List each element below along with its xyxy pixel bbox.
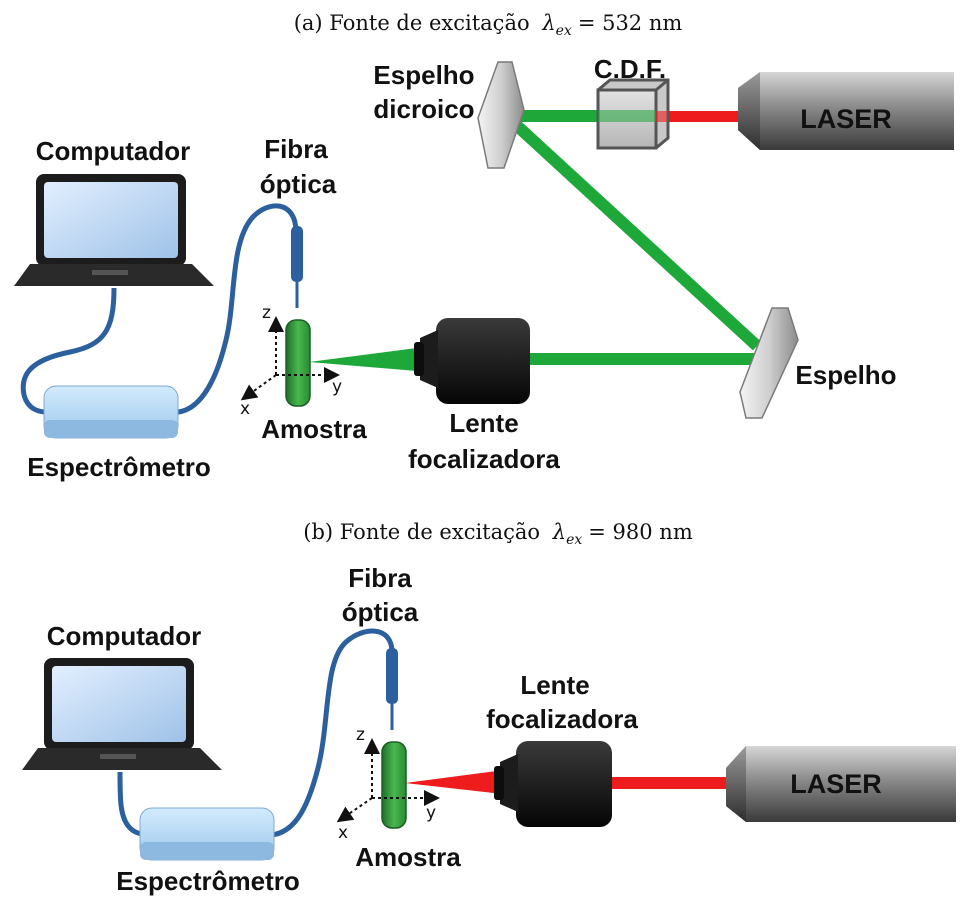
- computer-b-label: Computador: [47, 621, 202, 651]
- red-beam-b: [604, 777, 728, 789]
- axis-x-b: x: [338, 823, 348, 843]
- fiber-probe-b: [386, 648, 398, 704]
- sample-b: [381, 741, 407, 829]
- axes-b: z y x: [336, 725, 440, 843]
- green-beam-bottom: [522, 353, 754, 365]
- spectrometer-b-label: Espectrômetro: [116, 866, 300, 896]
- lens-b-label-line1: Lente: [520, 670, 589, 700]
- laser-a-label: LASER: [800, 104, 892, 134]
- dichroic-label-line2: dicroico: [373, 94, 474, 124]
- computer-a: [14, 174, 214, 286]
- lens-a-label-line1: Lente: [449, 408, 518, 438]
- focusing-lens-b: [494, 741, 612, 827]
- axis-y-a: y: [332, 377, 342, 397]
- laser-b-label: LASER: [790, 769, 882, 799]
- laser-b: LASER: [726, 746, 956, 822]
- fiber-a-label-line1: Fibra: [264, 134, 328, 164]
- fiber-b-label-line2: óptica: [342, 597, 419, 627]
- red-beam-a: [655, 111, 740, 122]
- green-beam-top: [504, 110, 610, 122]
- spectrometer-a: [43, 385, 179, 439]
- computer-a-label: Computador: [36, 136, 191, 166]
- fiber-probe-a: [291, 226, 303, 282]
- optical-fiber-b: [271, 628, 395, 838]
- caption-a: (a) Fonte de excitação λex= 532 nm: [294, 11, 683, 39]
- mirror-label: Espelho: [795, 360, 896, 390]
- cdf-crystal: [596, 78, 670, 150]
- laser-a: LASER: [738, 72, 954, 150]
- spectrometer-b: [139, 807, 275, 861]
- optical-fiber-a: [177, 203, 299, 415]
- green-beam-diagonal: [509, 118, 762, 351]
- green-focus-cone: [309, 345, 440, 373]
- panel-a: (a) Fonte de excitação λex= 532 nm LASER…: [14, 11, 954, 482]
- lens-a-label-line2: focalizadora: [408, 444, 560, 474]
- fiber-a-label-line2: óptica: [260, 169, 337, 199]
- sample-a-label: Amostra: [261, 414, 367, 444]
- focusing-lens-a: [414, 318, 530, 404]
- cdf-label: C.D.F.: [594, 54, 666, 84]
- dichroic-mirror: [477, 61, 525, 169]
- axis-x-a: x: [240, 399, 250, 419]
- axis-z-a: z: [262, 303, 271, 323]
- lens-b-label-line2: focalizadora: [486, 704, 638, 734]
- sample-a: [285, 319, 311, 407]
- dichroic-label-line1: Espelho: [373, 60, 474, 90]
- axes-a: z y x: [240, 303, 342, 419]
- axis-y-b: y: [426, 803, 436, 823]
- cable-a: [20, 287, 117, 415]
- red-focus-cone: [405, 768, 520, 796]
- computer-b: [22, 658, 222, 770]
- panel-b: (b) Fonte de excitação λex= 980 nm LASER…: [22, 520, 956, 896]
- mirror: [739, 307, 799, 419]
- sample-b-label: Amostra: [355, 842, 461, 872]
- spectrometer-a-label: Espectrômetro: [27, 452, 211, 482]
- axis-z-b: z: [356, 725, 365, 745]
- caption-b: (b) Fonte de excitação λex= 980 nm: [303, 520, 693, 548]
- fiber-b-label-line1: Fibra: [348, 563, 412, 593]
